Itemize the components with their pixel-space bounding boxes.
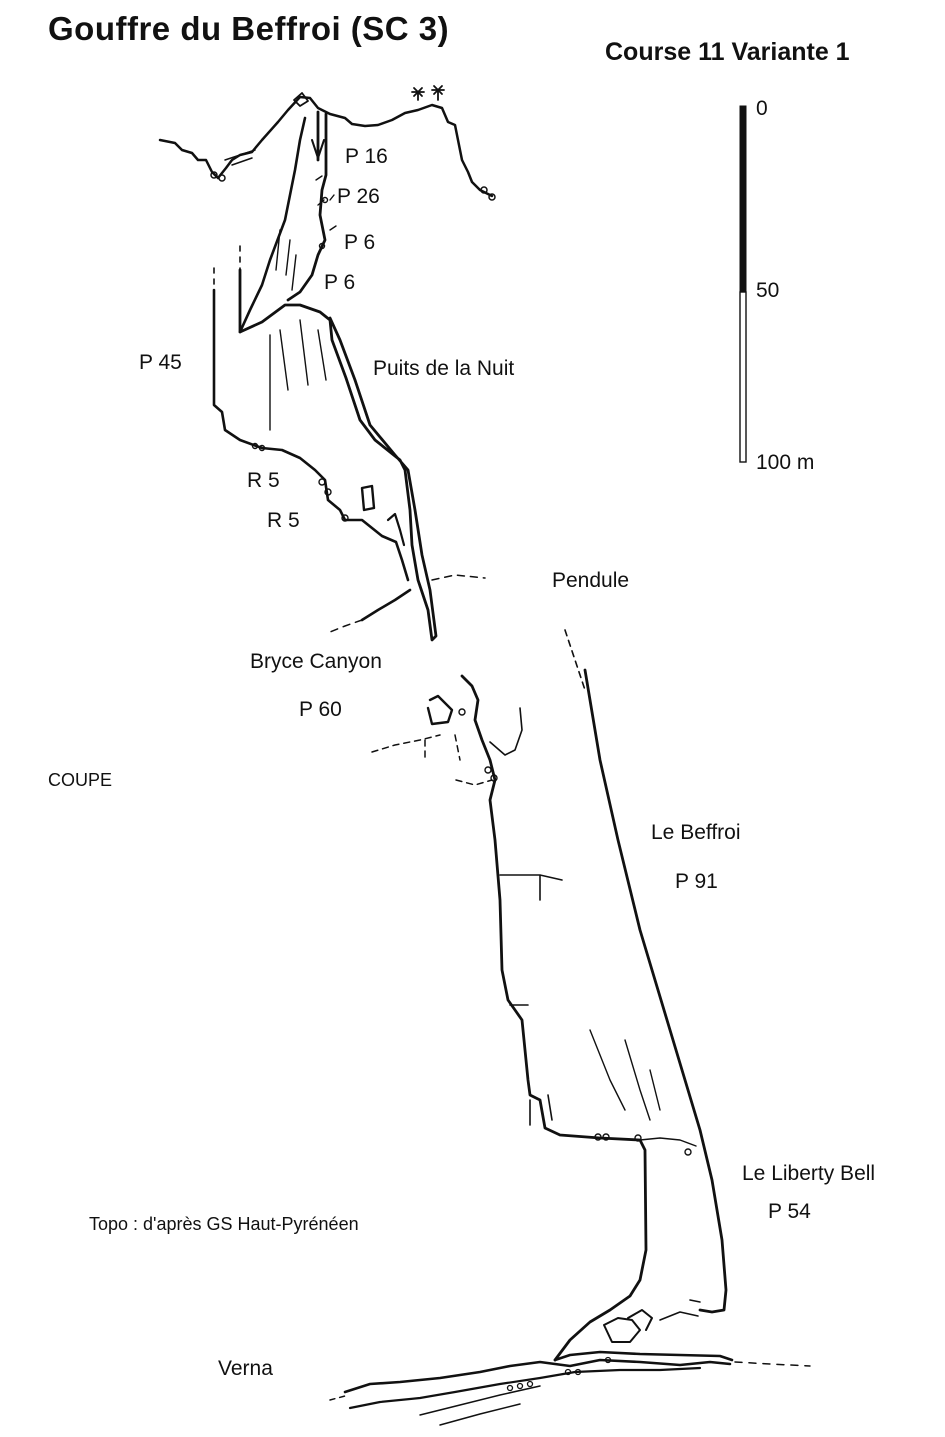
label-coupe: COUPE	[48, 770, 113, 790]
label-le-beffroi: Le Beffroi	[651, 821, 741, 844]
label-p26: P 26	[337, 185, 380, 208]
scale-tick-0: 0	[756, 97, 768, 120]
p45-wall-left	[238, 268, 438, 642]
beffroi-wall	[583, 668, 728, 1314]
label-p60: P 60	[299, 698, 342, 721]
scale-tick-100: 100 m	[756, 451, 815, 474]
scale-bar	[739, 105, 747, 463]
surface-profile	[158, 95, 494, 198]
label-le-liberty-bell: Le Liberty Bell	[742, 1162, 876, 1185]
label-r5-lower: R 5	[267, 509, 300, 532]
label-bryce-canyon: Bryce Canyon	[250, 650, 382, 673]
label-p45: P 45	[139, 351, 182, 374]
label-p91: P 91	[675, 870, 718, 893]
tree-icon	[411, 87, 425, 101]
label-p16: P 16	[345, 145, 388, 168]
label-p6-upper: P 6	[344, 231, 376, 254]
label-verna: Verna	[218, 1357, 273, 1380]
scale-tick-50: 50	[756, 279, 780, 302]
page-title: Gouffre du Beffroi (SC 3)	[48, 10, 450, 47]
label-p6-lower: P 6	[324, 271, 356, 294]
survey-credit: Topo : d'après GS Haut-Pyrénéen	[89, 1214, 359, 1234]
label-p54: P 54	[768, 1200, 811, 1223]
tree-icon	[431, 85, 445, 101]
label-pendule: Pendule	[552, 569, 630, 592]
label-puits-de-la-nuit: Puits de la Nuit	[373, 357, 515, 380]
label-r5-upper: R 5	[247, 469, 280, 492]
verna-gallery	[343, 1358, 732, 1394]
page-subtitle: Course 11 Variante 1	[605, 38, 850, 66]
